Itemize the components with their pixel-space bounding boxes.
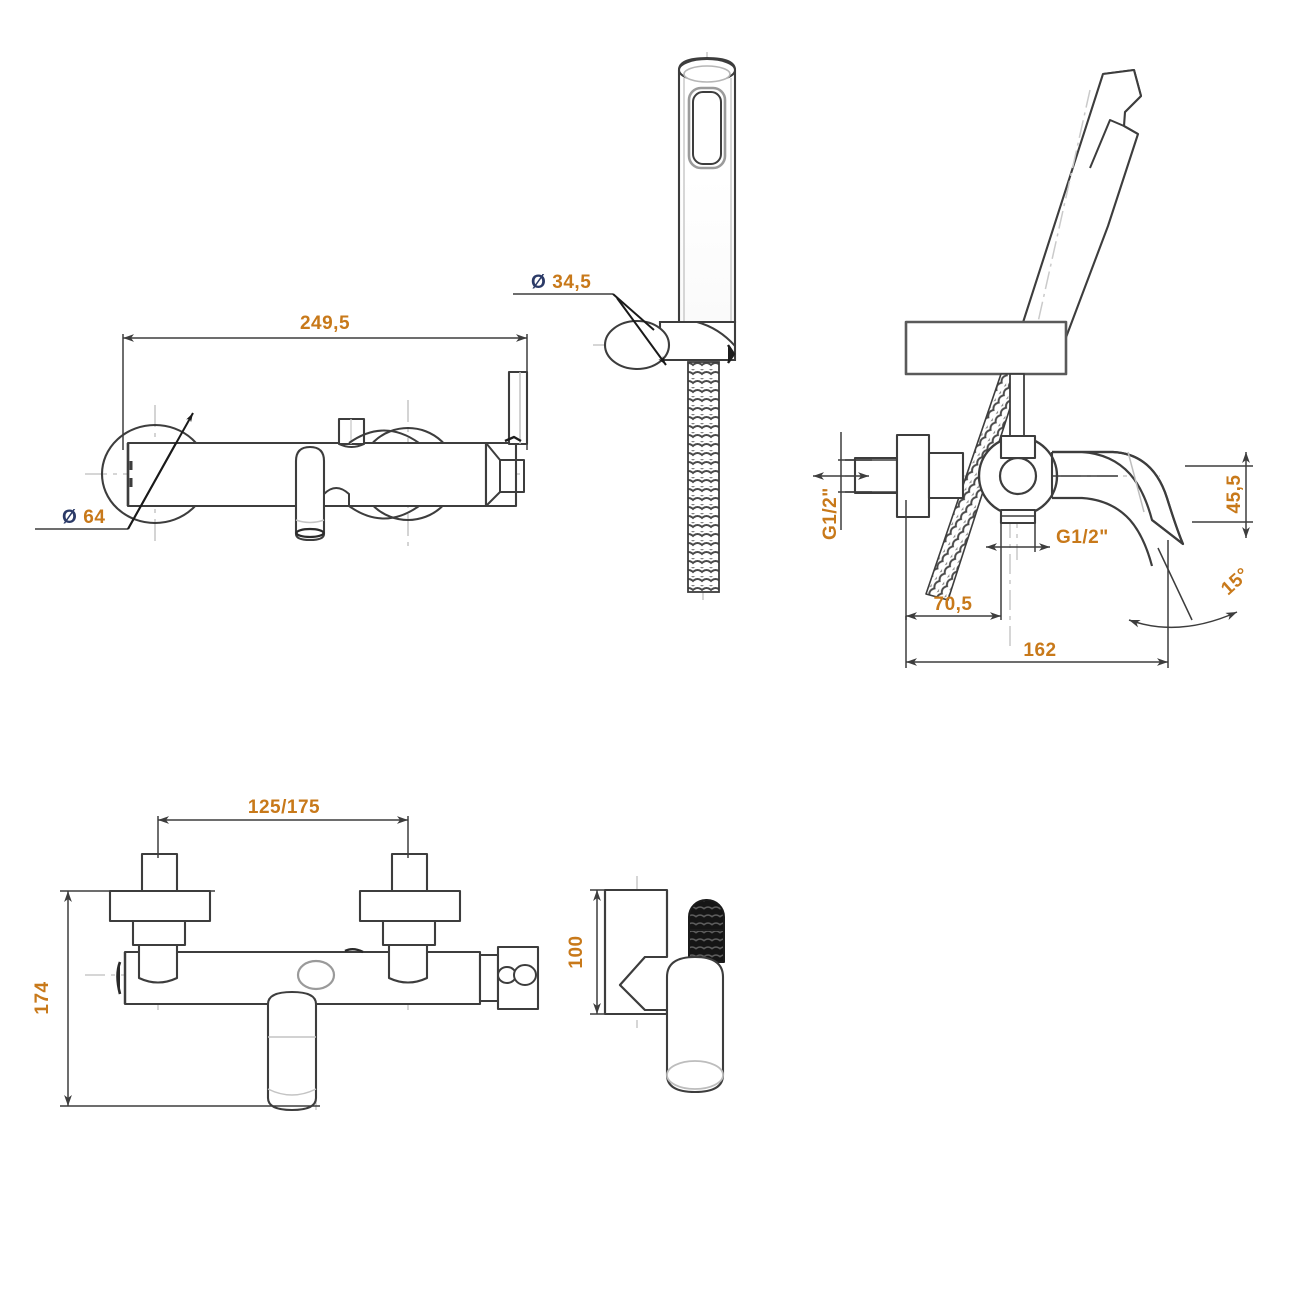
holder-lever-base	[666, 1060, 724, 1090]
dimension-connection-centres-label: 125/175	[248, 797, 320, 818]
view-side-section	[845, 68, 1185, 650]
spout-profile	[1050, 450, 1185, 567]
dimension-overall-length	[122, 334, 528, 450]
lever-handle-base	[295, 527, 325, 539]
dimension-wall-to-diverter-label: 70,5	[934, 594, 973, 615]
dimension-holder-width-label: 100	[566, 935, 587, 968]
dimension-overall-length-label: 249,5	[300, 313, 350, 334]
dimension-spout-height	[1185, 452, 1253, 538]
body-bulge-bottom	[348, 505, 420, 520]
handshower-spray-face	[683, 65, 731, 83]
leader-escutcheon-diameter	[35, 412, 194, 530]
spout-riser	[507, 370, 529, 446]
dimension-outlet-thread-bottom-label: G1/2"	[1056, 527, 1109, 548]
dimension-holder-width	[590, 889, 667, 1015]
dimension-wall-to-diverter	[905, 500, 1002, 620]
handshower-tilted	[1016, 68, 1143, 350]
rear-diverter-port	[296, 959, 336, 991]
rear-lever-handle	[266, 990, 318, 1112]
rear-spout-outlet	[478, 945, 540, 1011]
dimension-spout-angle	[1128, 547, 1238, 629]
flexible-hose	[687, 361, 720, 593]
view-handshower	[593, 52, 737, 600]
body-bulge-top	[348, 429, 420, 444]
dimension-spout-height-label: 45,5	[1224, 475, 1245, 514]
handshower-slot-inner	[692, 91, 722, 165]
lever-collar	[323, 487, 350, 507]
view-holder-detail	[603, 876, 725, 1094]
dimension-connection-centres	[157, 816, 409, 858]
handshower-holder-shelf	[904, 320, 1068, 376]
side-flexible-hose	[925, 373, 1025, 601]
dimension-outlet-thread-bottom	[986, 523, 1050, 552]
dimension-wall-to-spout	[905, 540, 1169, 668]
hose-connector-section	[603, 319, 671, 371]
dimension-overall-height	[60, 890, 320, 1107]
dimension-inlet-thread-left-label: G1/2"	[820, 487, 841, 540]
wall-connection-right	[344, 852, 462, 984]
view-rear-plan	[85, 852, 540, 1112]
dimension-inlet-thread-left	[813, 432, 872, 530]
leader-hose-connector-diameter	[513, 293, 667, 366]
view-front-elevation	[85, 370, 529, 548]
dimension-wall-to-spout-label: 162	[1023, 640, 1056, 661]
lever-handle	[294, 445, 326, 542]
dimension-overall-height-label: 174	[32, 981, 53, 1014]
hose-connector-elbow	[658, 320, 737, 362]
